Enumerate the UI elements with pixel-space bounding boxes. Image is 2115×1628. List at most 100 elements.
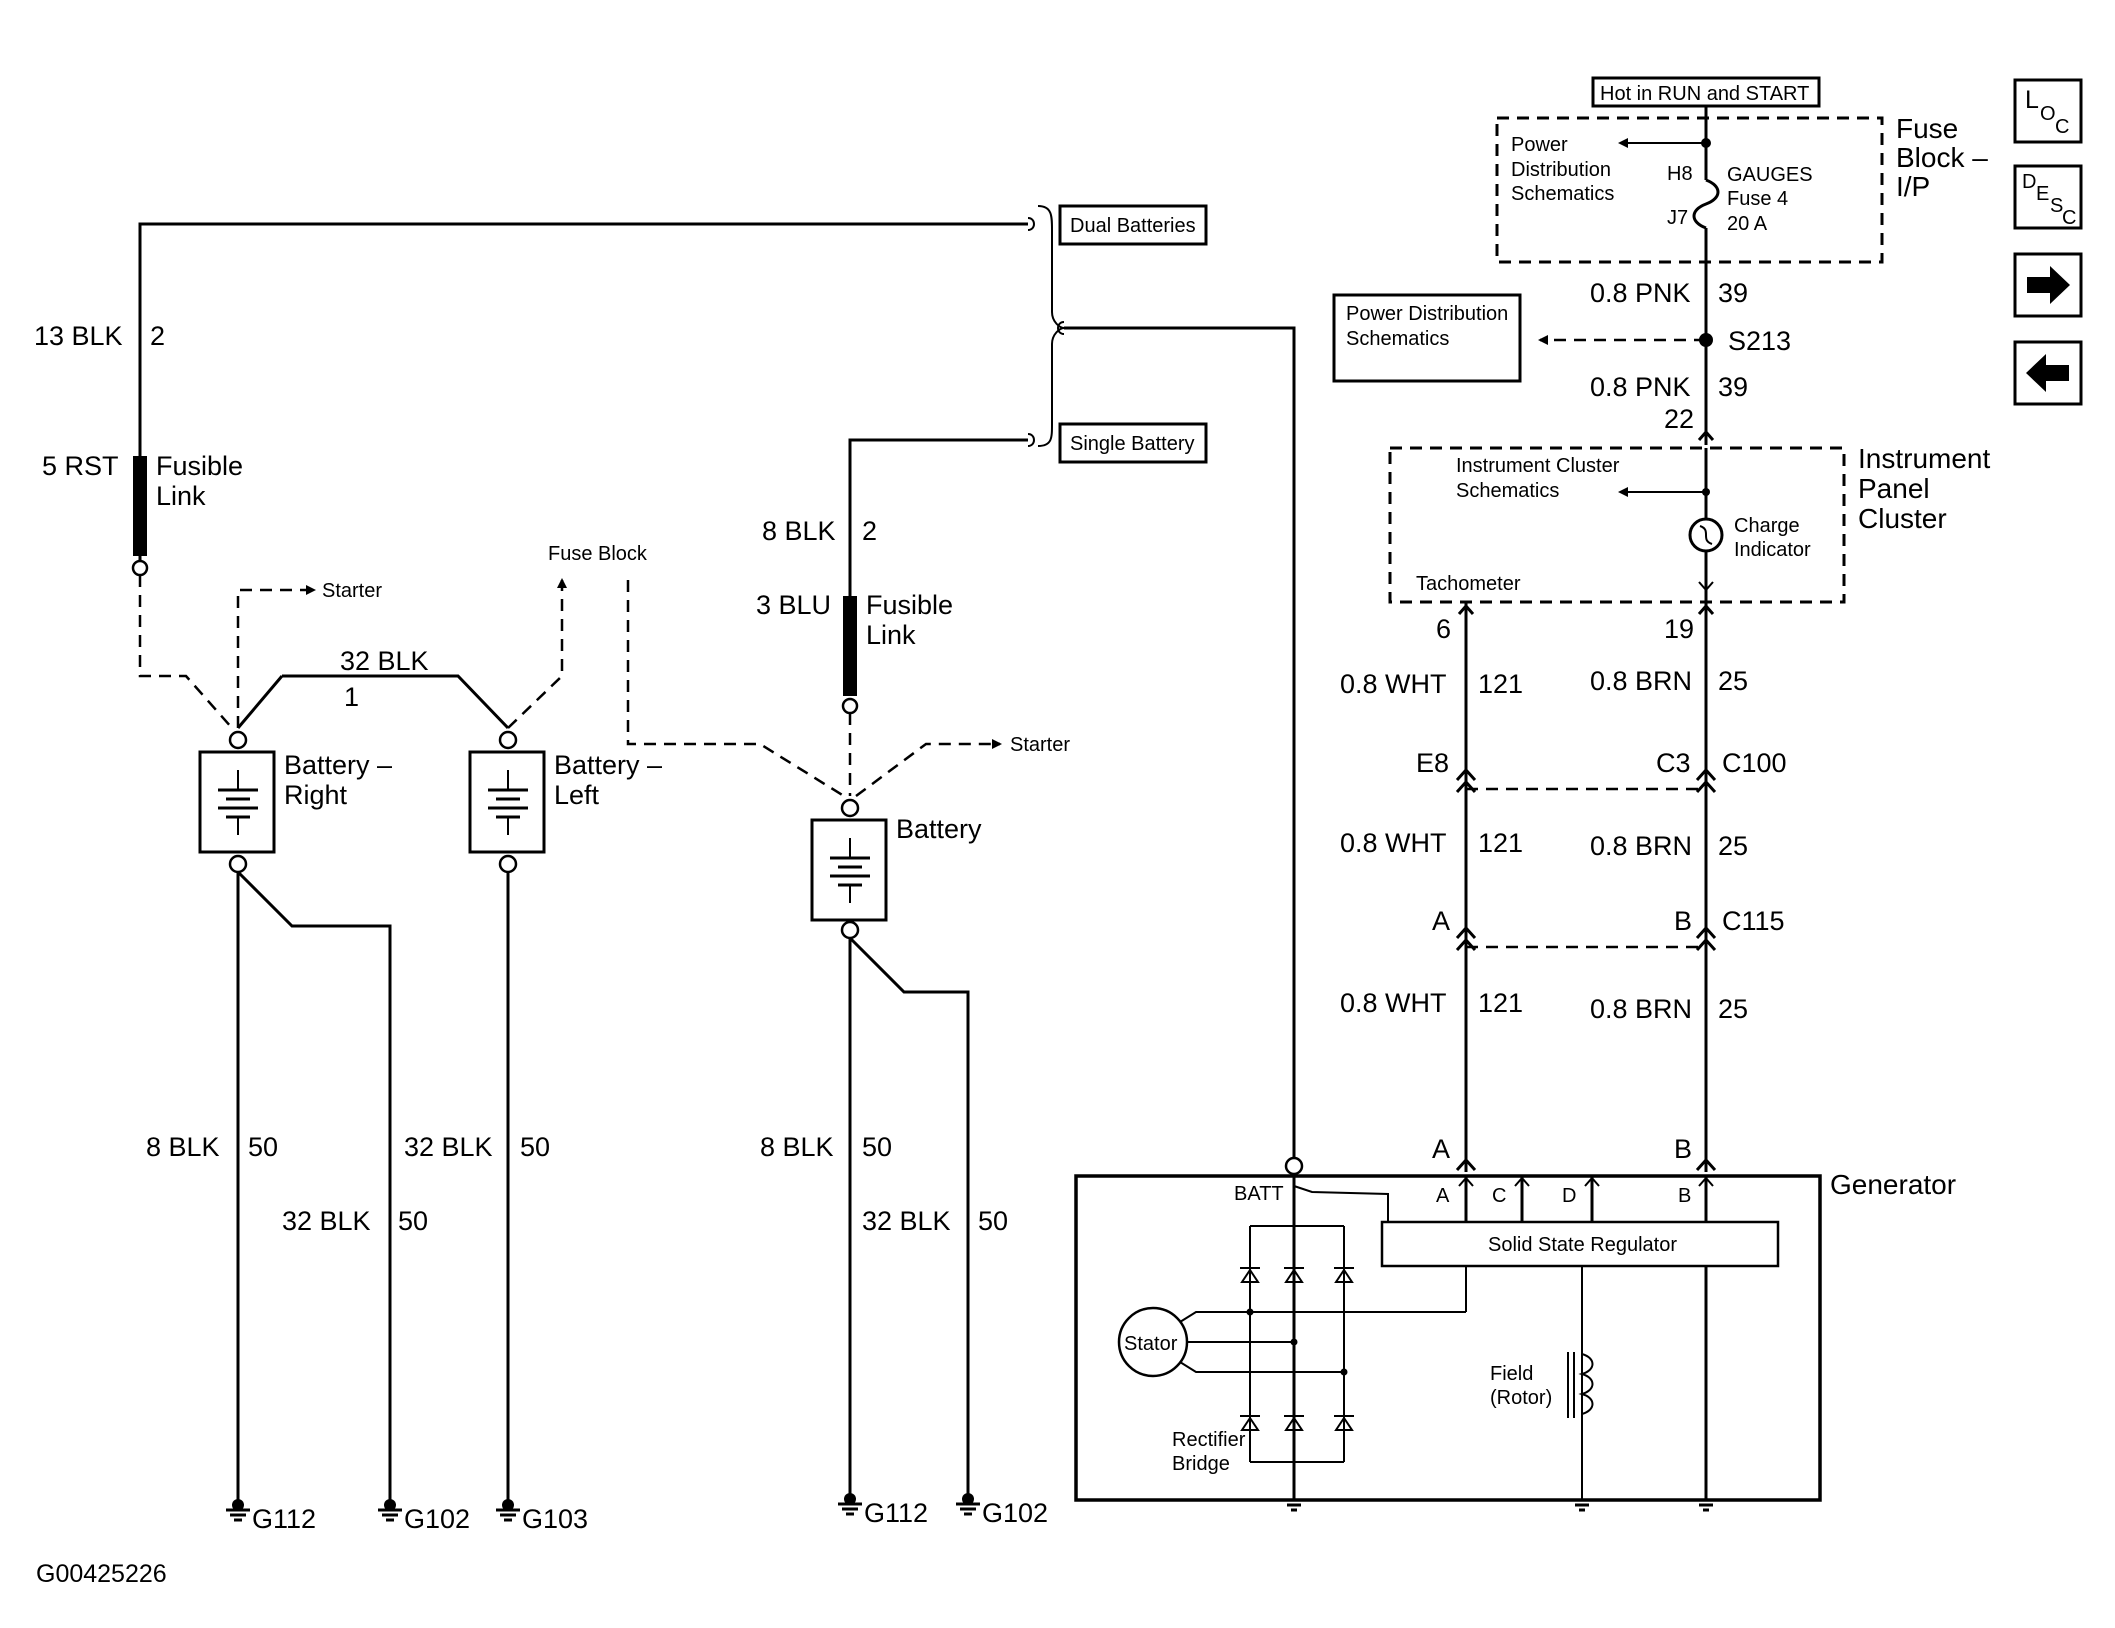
hot-in-run-label: Hot in RUN and START (1591, 76, 1821, 108)
field-coil-icon (1578, 1353, 1594, 1415)
svg-text:C: C (2055, 116, 2069, 138)
svg-text:Distribution: Distribution (1511, 159, 1611, 181)
svg-text:Fusible: Fusible (866, 590, 953, 620)
svg-text:25: 25 (1718, 666, 1748, 696)
single-battery-label: Single Battery (1058, 422, 1208, 464)
arrow-right-icon (2027, 266, 2070, 304)
svg-text:E8: E8 (1416, 748, 1449, 778)
svg-text:0.8 BRN: 0.8 BRN (1590, 666, 1692, 696)
svg-text:32 BLK: 32 BLK (862, 1206, 951, 1236)
svg-text:Power Distribution: Power Distribution (1346, 303, 1508, 325)
desc-button[interactable]: D E S C (2013, 164, 2083, 230)
ground-icon (1284, 1498, 1716, 1512)
svg-text:Indicator: Indicator (1734, 539, 1811, 561)
diode-icon (1240, 1267, 1260, 1283)
svg-text:Stator: Stator (1124, 1333, 1178, 1355)
svg-text:Left: Left (554, 780, 600, 810)
svg-text:50: 50 (978, 1206, 1008, 1236)
svg-text:Battery –: Battery – (554, 750, 662, 780)
svg-text:Right: Right (284, 780, 348, 810)
svg-text:Solid State Regulator: Solid State Regulator (1488, 1234, 1677, 1256)
figure-id: G00425226 (36, 1560, 167, 1588)
svg-text:50: 50 (248, 1132, 278, 1162)
svg-text:G102: G102 (404, 1504, 470, 1534)
svg-text:0.8 PNK: 0.8 PNK (1590, 278, 1691, 308)
svg-text:GAUGES: GAUGES (1727, 164, 1813, 186)
svg-text:0.8 WHT: 0.8 WHT (1340, 988, 1447, 1018)
svg-text:Block –: Block – (1896, 142, 1988, 173)
svg-text:Fuse: Fuse (1896, 113, 1958, 144)
svg-text:Fusible: Fusible (156, 451, 243, 481)
svg-text:B: B (1674, 1134, 1692, 1164)
svg-text:22: 22 (1664, 404, 1694, 434)
svg-text:1: 1 (344, 682, 359, 712)
svg-text:D: D (1562, 1185, 1576, 1207)
svg-text:S213: S213 (1728, 326, 1791, 356)
svg-text:B: B (1678, 1185, 1691, 1207)
ground-g112-dual: G112 (226, 1499, 316, 1534)
svg-text:0.8 WHT: 0.8 WHT (1340, 669, 1447, 699)
svg-text:Field: Field (1490, 1363, 1533, 1385)
svg-text:A: A (1436, 1185, 1450, 1207)
svg-text:Fuse Block: Fuse Block (548, 543, 648, 565)
svg-text:20 A: 20 A (1727, 213, 1768, 235)
svg-text:B: B (1674, 906, 1692, 936)
svg-text:H8: H8 (1667, 163, 1693, 185)
instrument-panel-cluster: Instrument Panel Cluster Instrument Clus… (1388, 443, 1990, 604)
svg-text:32 BLK: 32 BLK (340, 646, 429, 676)
svg-text:E: E (2036, 183, 2049, 205)
svg-text:121: 121 (1478, 669, 1523, 699)
svg-text:0.8 BRN: 0.8 BRN (1590, 994, 1692, 1024)
svg-text:Battery: Battery (896, 814, 982, 844)
svg-text:C100: C100 (1722, 748, 1787, 778)
svg-text:0.8 PNK: 0.8 PNK (1590, 372, 1691, 402)
svg-text:O: O (2040, 103, 2056, 125)
svg-text:(Rotor): (Rotor) (1490, 1387, 1552, 1409)
svg-text:Schematics: Schematics (1456, 480, 1559, 502)
svg-text:G102: G102 (982, 1498, 1048, 1528)
svg-text:C: C (2062, 207, 2076, 229)
fuse-icon (1692, 178, 1720, 230)
svg-text:39: 39 (1718, 278, 1748, 308)
previous-page-button[interactable] (2013, 340, 2083, 406)
svg-text:Starter: Starter (322, 580, 382, 602)
svg-text:Schematics: Schematics (1511, 183, 1614, 205)
svg-text:J7: J7 (1667, 207, 1688, 229)
svg-text:8 BLK: 8 BLK (146, 1132, 220, 1162)
svg-text:L: L (2025, 86, 2039, 114)
svg-text:Rectifier: Rectifier (1172, 1429, 1246, 1451)
ground-g102-single: G102 (956, 1493, 1048, 1528)
svg-text:Single Battery: Single Battery (1070, 433, 1195, 455)
svg-text:6: 6 (1436, 614, 1451, 644)
fusible-link-right (133, 456, 147, 556)
svg-text:Panel: Panel (1858, 473, 1930, 504)
svg-text:5 RST: 5 RST (42, 451, 119, 481)
svg-text:Cluster: Cluster (1858, 503, 1947, 534)
svg-text:8 BLK: 8 BLK (762, 516, 836, 546)
svg-text:32 BLK: 32 BLK (282, 1206, 371, 1236)
svg-text:C3: C3 (1656, 748, 1691, 778)
svg-text:2: 2 (150, 321, 165, 351)
svg-text:Bridge: Bridge (1172, 1453, 1230, 1475)
svg-text:Hot in RUN and START: Hot in RUN and START (1600, 83, 1809, 105)
svg-text:Power: Power (1511, 134, 1568, 156)
ground-g102-dual: G102 (378, 1499, 470, 1534)
svg-text:0.8 WHT: 0.8 WHT (1340, 828, 1447, 858)
next-page-button[interactable] (2013, 252, 2083, 318)
loc-button[interactable]: L O C (2013, 78, 2083, 144)
svg-text:Starter: Starter (1010, 734, 1070, 756)
svg-text:Schematics: Schematics (1346, 328, 1449, 350)
svg-text:25: 25 (1718, 994, 1748, 1024)
batt-terminal (1284, 1156, 1304, 1176)
svg-text:Link: Link (866, 620, 916, 650)
svg-text:2: 2 (862, 516, 877, 546)
solid-state-regulator (1380, 1220, 1780, 1268)
svg-text:C: C (1492, 1185, 1506, 1207)
power-distribution-box: Power Distribution Schematics (1332, 293, 1522, 383)
svg-text:Link: Link (156, 481, 206, 511)
svg-text:50: 50 (398, 1206, 428, 1236)
svg-text:D: D (2022, 171, 2036, 193)
svg-text:Battery –: Battery – (284, 750, 392, 780)
svg-text:G112: G112 (864, 1498, 928, 1528)
